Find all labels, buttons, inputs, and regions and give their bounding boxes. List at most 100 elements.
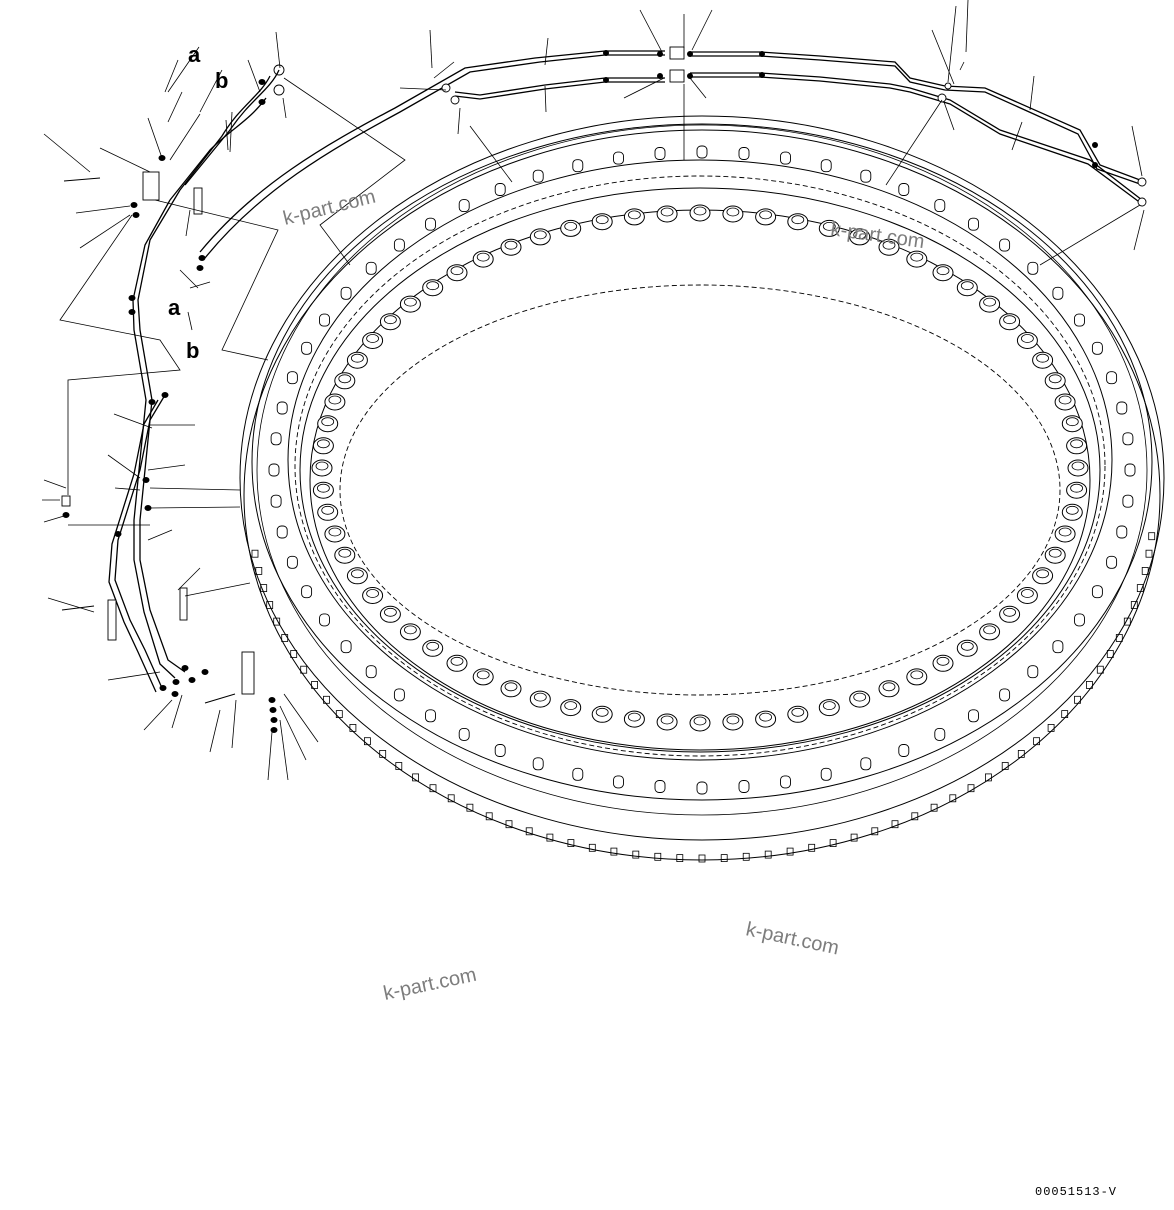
outer-bolt (1091, 585, 1103, 599)
inner-bolt-washer (1065, 417, 1079, 427)
leader-line (885, 99, 943, 186)
elbow-right-2 (1137, 197, 1147, 207)
pipe-nut (161, 392, 169, 398)
inner-bolt-washer (853, 692, 867, 702)
pipe-left-down-3 (114, 394, 166, 689)
ring-outer-step (256, 124, 1148, 816)
inner-bolt-washer (403, 625, 417, 635)
gear-tooth (911, 812, 919, 821)
inner-ring-bolts (311, 204, 1089, 732)
gear-tooth (349, 724, 357, 732)
leader-lines (42, 0, 1145, 781)
inner-bolt-washer (910, 670, 924, 680)
watermark-2: k-part.com (829, 218, 926, 253)
pipe-nut (172, 679, 180, 685)
leader-line (1039, 204, 1141, 266)
inner-bolt-washer (628, 210, 641, 220)
inner-bolt-washer (936, 266, 950, 276)
pipe-right-lower (690, 72, 1143, 201)
outer-bolt (860, 757, 872, 771)
inner-bolt-washer (660, 715, 674, 725)
gear-tooth (1115, 634, 1123, 642)
leader-line (147, 529, 173, 541)
gear-tooth (260, 584, 268, 592)
gear-tooth (891, 820, 899, 829)
gear-tooth (1096, 665, 1104, 674)
elbow-right-1 (1137, 177, 1147, 187)
leader-line (231, 699, 237, 749)
nut-9 (1092, 142, 1098, 148)
leader-line (225, 119, 229, 151)
outer-bolt (276, 401, 288, 415)
pipe-nut (132, 212, 140, 218)
leader-line (79, 214, 131, 249)
label-a-top: a (188, 42, 201, 67)
inner-bolt-washer (450, 266, 464, 276)
outer-bolt (780, 151, 791, 165)
inner-bolt-washer (316, 439, 330, 449)
outer-bolt (696, 781, 708, 795)
inner-bolt-washer (504, 682, 518, 692)
outer-bolt (696, 145, 708, 159)
pipe-left-b (169, 97, 267, 201)
outer-bolt (319, 313, 330, 327)
inner-bolt-washer (426, 641, 440, 651)
leader-line (75, 205, 131, 214)
gear-tooth (363, 737, 371, 746)
leader-line (187, 311, 193, 331)
leader-line (177, 567, 201, 591)
nut-6 (603, 77, 609, 83)
leader-line (429, 29, 433, 69)
outer-bolt (1052, 286, 1064, 300)
leader-line (931, 29, 955, 85)
label-b-mid: b (186, 338, 199, 363)
gear-tooth (281, 634, 289, 642)
inner-bolt-washer (350, 353, 364, 363)
pipe-top-lower-2 (454, 81, 665, 100)
gear-tooth (1106, 650, 1114, 658)
pipe-left-a-2 (179, 75, 271, 191)
leader-line (247, 59, 261, 93)
leader-line (282, 97, 287, 119)
inner-bolt-washer (1071, 461, 1085, 471)
nut-5 (603, 50, 609, 56)
clamp-right (937, 93, 947, 103)
pipe-nut (130, 202, 138, 208)
outer-bolt (572, 767, 584, 781)
outer-ring-bolts (268, 145, 1136, 795)
gear-tooth (485, 812, 493, 821)
gear-tooth (632, 850, 640, 859)
ring-race-dashed (294, 175, 1106, 757)
gear-tooth (610, 847, 618, 856)
outer-bolt (780, 775, 791, 789)
pipe-nut (181, 665, 189, 671)
inner-bolt-washer (628, 712, 641, 722)
routing-outline-1 (59, 214, 181, 495)
outer-bolt (301, 585, 313, 599)
outer-bolt (532, 169, 544, 183)
gear-tooth (273, 617, 281, 626)
inner-bolt-washer (366, 589, 380, 598)
inner-bolt-washer (564, 221, 578, 231)
gear-tooth (698, 854, 706, 863)
pipe-nut (258, 79, 266, 85)
pipe-nut (270, 717, 278, 723)
watermark-4: k-part.com (381, 964, 478, 1005)
outer-bolt (1116, 525, 1128, 539)
gear-tooth (871, 827, 879, 836)
pipe-top-upper (204, 54, 665, 259)
inner-bolt-washer (791, 215, 805, 225)
outer-bolt (494, 183, 506, 196)
gear-tooth (985, 773, 992, 782)
inner-bolt-washer (383, 607, 397, 617)
leader-line (209, 709, 221, 753)
inner-bolt-washer (321, 505, 335, 515)
leader-line (43, 479, 67, 489)
gear-tooth (967, 784, 975, 793)
pipe-nut (62, 512, 70, 518)
inner-bolt-washer (476, 670, 490, 680)
outer-bolt (968, 217, 979, 231)
leader-line (275, 31, 281, 69)
outer-bolt (898, 744, 910, 757)
inner-bolt-washer (328, 527, 342, 537)
